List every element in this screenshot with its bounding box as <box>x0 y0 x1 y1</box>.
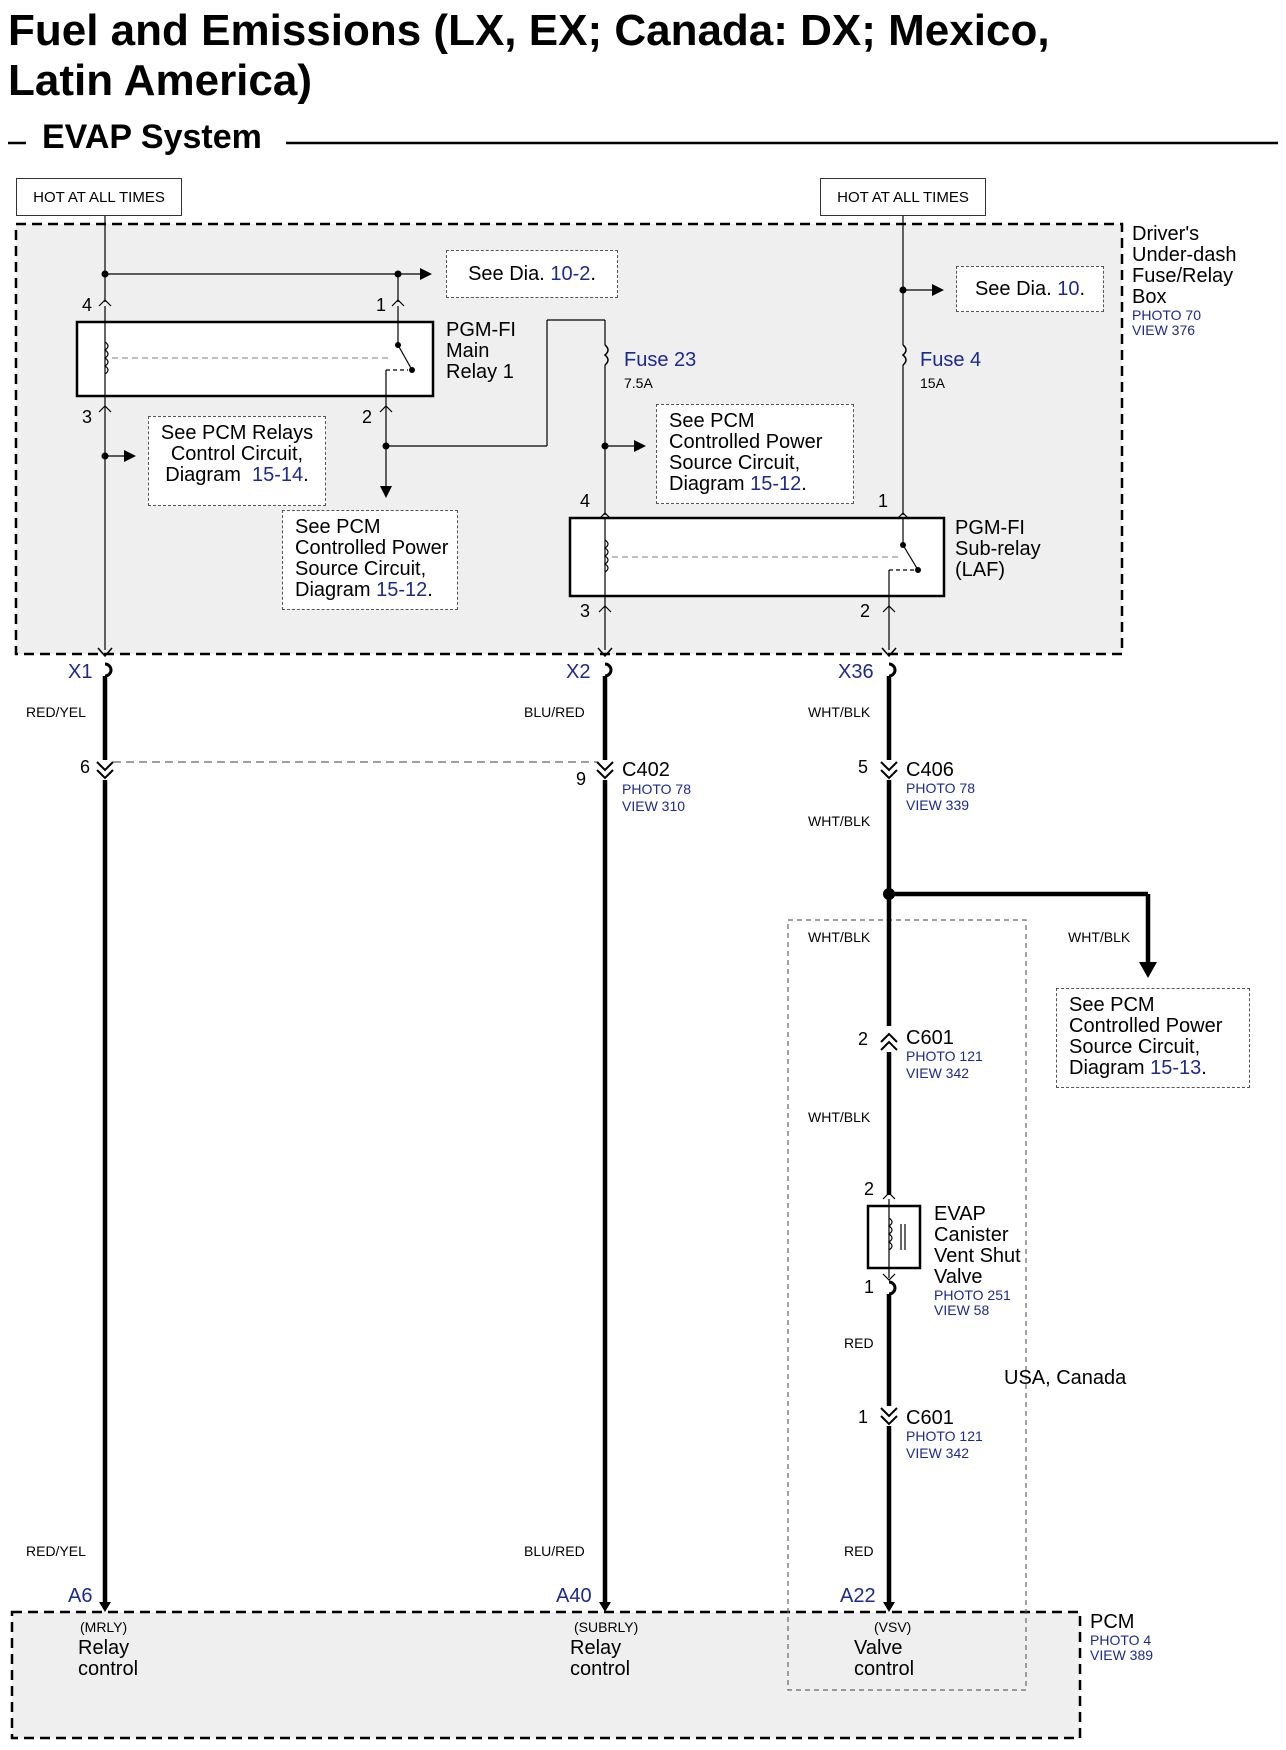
c601a-pin-2: 2 <box>858 1029 869 1049</box>
link-10[interactable]: 10 <box>1057 277 1080 300</box>
pcm-photo[interactable]: PHOTO 4 <box>1090 1632 1152 1648</box>
link-15-13[interactable]: 15-13 <box>1150 1057 1202 1079</box>
link-15-12-b[interactable]: 15-12 <box>750 473 802 495</box>
section-title: EVAP System <box>42 118 262 156</box>
sub-relay-pin-3: 3 <box>580 601 591 621</box>
main-relay-pin-3: 3 <box>82 407 93 427</box>
pcm-box-outline <box>10 1610 1082 1740</box>
c601a-label: C601 <box>906 1027 954 1049</box>
page-title-line2: Latin America) <box>8 56 313 105</box>
evap-valve-label: EVAP Canister Vent Shut Valve PHOTO 251 … <box>934 1203 1021 1319</box>
pcm-input-vsv-code: (VSV) <box>874 1619 912 1635</box>
wire-wht-blk-3: WHT/BLK <box>808 929 871 945</box>
wire-blu-red-bottom: BLU/RED <box>524 1543 585 1559</box>
c601a-photo[interactable]: PHOTO 121 <box>906 1048 983 1064</box>
main-relay-label: PGM-FI Main Relay 1 <box>446 319 516 383</box>
evap-valve-photo[interactable]: PHOTO 251 <box>934 1287 1011 1303</box>
c402-pin-6: 6 <box>80 757 91 777</box>
sub-relay-pin-2: 2 <box>860 601 871 621</box>
fuse-23-name: Fuse 23 <box>624 349 697 371</box>
fuse-box-view[interactable]: VIEW 376 <box>1132 322 1196 339</box>
terminal-a22: A22 <box>840 1585 876 1607</box>
wire-red-yel-top: RED/YEL <box>26 704 86 720</box>
main-relay-pin-2: 2 <box>362 407 373 427</box>
pcm-label: PCM PHOTO 4 VIEW 389 <box>1090 1611 1154 1664</box>
page-title: Fuel and Emissions (LX, EX; Canada: DX; … <box>8 6 1050 55</box>
pcm-input-vsv: Valve control <box>854 1637 915 1680</box>
evap-valve-pin-2: 2 <box>864 1179 875 1199</box>
fuse-box-name: Driver's Under-dash Fuse/Relay Box PHOTO… <box>1132 223 1237 339</box>
pcm-input-subrly: Relay control <box>570 1637 631 1680</box>
terminal-x36: X36 <box>838 661 874 683</box>
c402-photo[interactable]: PHOTO 78 <box>622 781 691 797</box>
ref-pcm-power-source-1[interactable]: See PCM Controlled Power Source Circuit,… <box>282 510 458 610</box>
fuse-23-rating: 7.5A <box>624 375 653 391</box>
terminal-a6: A6 <box>68 1585 93 1607</box>
main-relay-box <box>75 320 435 398</box>
wire-wht-blk-2: WHT/BLK <box>808 813 871 829</box>
sub-relay-pin-4: 4 <box>580 491 591 511</box>
sub-relay-label: PGM-FI Sub-relay (LAF) <box>955 517 1041 581</box>
pcm-input-subrly-code: (SUBRLY) <box>574 1619 639 1635</box>
wire-red-2: RED <box>844 1543 874 1559</box>
hot-at-all-times-right: HOT AT ALL TIMES <box>820 178 986 216</box>
link-15-14[interactable]: 15-14 <box>251 464 304 486</box>
c406-label: C406 <box>906 759 954 781</box>
c601b-label: C601 <box>906 1407 954 1429</box>
wire-red-yel-bottom: RED/YEL <box>26 1543 86 1559</box>
wire-blu-red-top: BLU/RED <box>524 704 585 720</box>
c601a-view[interactable]: VIEW 342 <box>906 1065 970 1081</box>
c406-photo[interactable]: PHOTO 78 <box>906 780 975 796</box>
wire-wht-blk-4: WHT/BLK <box>808 1109 871 1125</box>
wire-red-1: RED <box>844 1335 874 1351</box>
terminal-x2: X2 <box>566 661 591 683</box>
ref-pcm-power-source-2[interactable]: See PCM Controlled Power Source Circuit,… <box>656 404 854 504</box>
wire-wht-blk-branch: WHT/BLK <box>1068 929 1131 945</box>
fuse-box-photo[interactable]: PHOTO 70 <box>1132 307 1201 323</box>
pcm-view[interactable]: VIEW 389 <box>1090 1647 1154 1664</box>
ref-dia-10-2[interactable]: See Dia. 10-2. <box>446 250 618 298</box>
wire-wht-blk-top: WHT/BLK <box>808 704 871 720</box>
main-relay-pin-1: 1 <box>376 295 387 315</box>
ref-pcm-power-source-3[interactable]: See PCM Controlled Power Source Circuit,… <box>1056 988 1250 1088</box>
sub-relay-pin-1: 1 <box>878 491 889 511</box>
pcm-input-mrly-code: (MRLY) <box>80 1619 128 1635</box>
ref-dia-10[interactable]: See Dia. 10. <box>956 266 1104 312</box>
link-15-12-a[interactable]: 15-12 <box>376 579 428 601</box>
ref-pcm-relays-control[interactable]: See PCM Relays Control Circuit, Diagram … <box>148 416 326 506</box>
c402-view[interactable]: VIEW 310 <box>622 798 686 814</box>
fuse-4-name: Fuse 4 <box>920 349 982 371</box>
evap-valve-view[interactable]: VIEW 58 <box>934 1302 990 1319</box>
c601b-view[interactable]: VIEW 342 <box>906 1445 970 1461</box>
hot-at-all-times-left: HOT AT ALL TIMES <box>16 178 182 216</box>
usa-canada-region <box>787 919 1027 1691</box>
c601b-pin-1: 1 <box>858 1407 869 1427</box>
terminal-a40: A40 <box>556 1585 592 1607</box>
main-relay-pin-4: 4 <box>82 295 93 315</box>
terminal-x1: X1 <box>68 661 93 683</box>
c402-label: C402 <box>622 759 670 781</box>
region-usa-canada: USA, Canada <box>1004 1367 1127 1389</box>
c402-pin-9: 9 <box>576 769 587 789</box>
evap-valve-body <box>866 1204 922 1270</box>
c601b-photo[interactable]: PHOTO 121 <box>906 1428 983 1444</box>
c406-pin-5: 5 <box>858 757 869 777</box>
evap-valve-pin-1: 1 <box>864 1277 875 1297</box>
fuse-4-rating: 15A <box>920 375 945 391</box>
link-10-2[interactable]: 10-2 <box>550 262 591 285</box>
c406-view[interactable]: VIEW 339 <box>906 797 970 813</box>
pcm-input-mrly: Relay control <box>78 1637 139 1680</box>
